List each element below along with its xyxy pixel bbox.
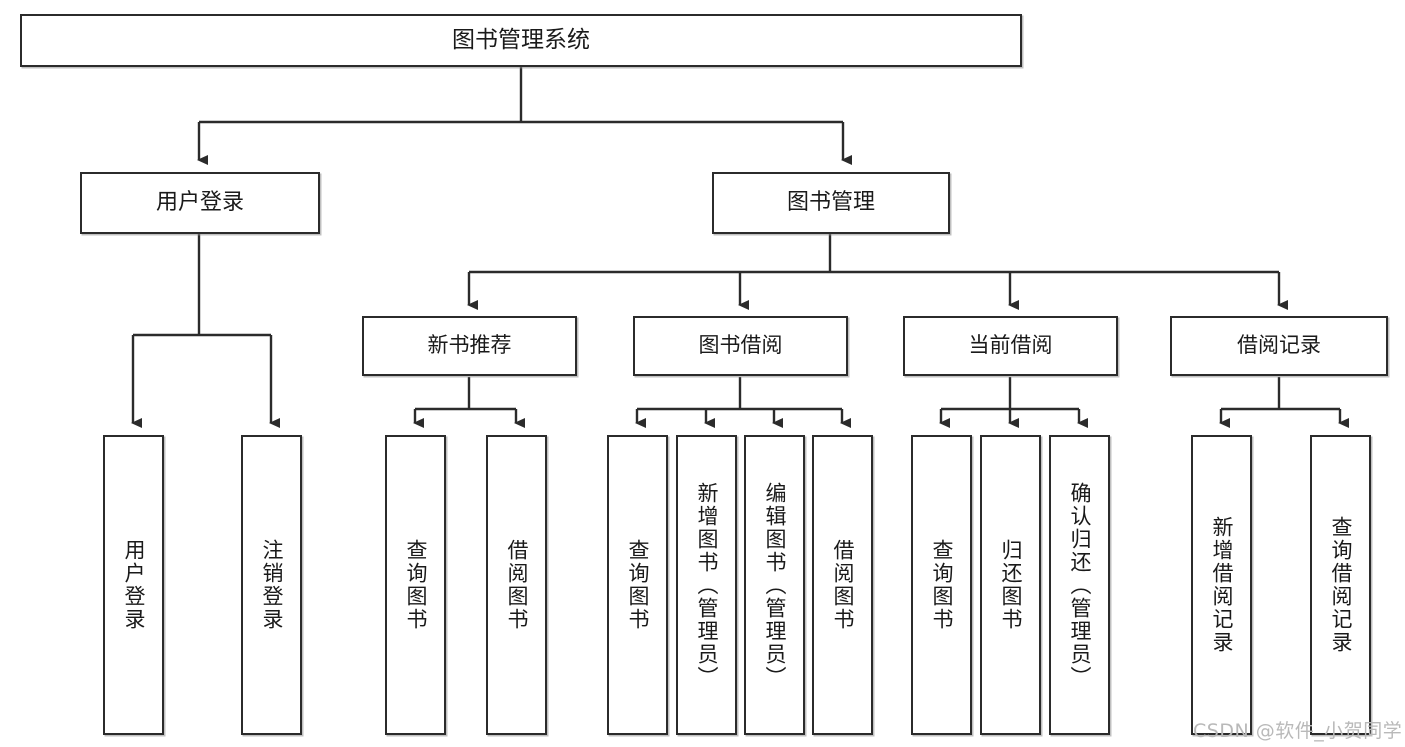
leaf-recommend-borrow-book[interactable]: 借阅图书 [486, 435, 547, 735]
node-label: 注销登录 [260, 539, 284, 631]
leaf-record-add-record[interactable]: 新增借阅记录 [1191, 435, 1252, 735]
leaf-borrow-borrow-book[interactable]: 借阅图书 [812, 435, 873, 735]
node-label: 查询图书 [626, 539, 650, 631]
node-borrow-record[interactable]: 借阅记录 [1170, 316, 1388, 376]
node-label: 图书借阅 [698, 333, 783, 358]
leaf-borrow-query-book[interactable]: 查询图书 [607, 435, 668, 735]
node-label: 借阅图书 [831, 539, 855, 631]
node-label: 新书推荐 [427, 333, 512, 358]
node-label: 用户登录 [122, 539, 146, 631]
node-book-management[interactable]: 图书管理 [712, 172, 950, 234]
node-label: 编辑图书（管理员） [763, 481, 787, 689]
node-root-system[interactable]: 图书管理系统 [20, 14, 1022, 67]
csdn-watermark: CSDN @软件_小贺同学 [1193, 720, 1403, 742]
node-label: 确认归还（管理员） [1068, 481, 1092, 689]
node-user-login[interactable]: 用户登录 [80, 172, 320, 234]
leaf-current-confirm-return-admin[interactable]: 确认归还（管理员） [1049, 435, 1110, 735]
node-label: 新增图书（管理员） [695, 481, 719, 689]
node-label: 用户登录 [155, 189, 244, 215]
leaf-user-login-login[interactable]: 用户登录 [103, 435, 164, 735]
node-current-borrow[interactable]: 当前借阅 [903, 316, 1118, 376]
node-label: 当前借阅 [968, 333, 1053, 358]
leaf-recommend-query-book[interactable]: 查询图书 [385, 435, 446, 735]
node-label: 查询图书 [930, 539, 954, 631]
node-label: 图书管理 [786, 189, 875, 215]
node-book-borrow[interactable]: 图书借阅 [633, 316, 848, 376]
node-label: 借阅图书 [505, 539, 529, 631]
leaf-current-return-book[interactable]: 归还图书 [980, 435, 1041, 735]
node-new-book-recommend[interactable]: 新书推荐 [362, 316, 577, 376]
leaf-record-query-record[interactable]: 查询借阅记录 [1310, 435, 1371, 735]
node-label: 借阅记录 [1237, 333, 1321, 358]
leaf-current-query-book[interactable]: 查询图书 [911, 435, 972, 735]
node-label: 图书管理系统 [452, 26, 590, 53]
node-label: 新增借阅记录 [1210, 516, 1234, 654]
node-label: 查询借阅记录 [1329, 516, 1353, 654]
leaf-user-login-logout[interactable]: 注销登录 [241, 435, 302, 735]
leaf-borrow-add-book-admin[interactable]: 新增图书（管理员） [676, 435, 737, 735]
node-label: 归还图书 [999, 539, 1023, 631]
leaf-borrow-edit-book-admin[interactable]: 编辑图书（管理员） [744, 435, 805, 735]
node-label: 查询图书 [404, 539, 428, 631]
